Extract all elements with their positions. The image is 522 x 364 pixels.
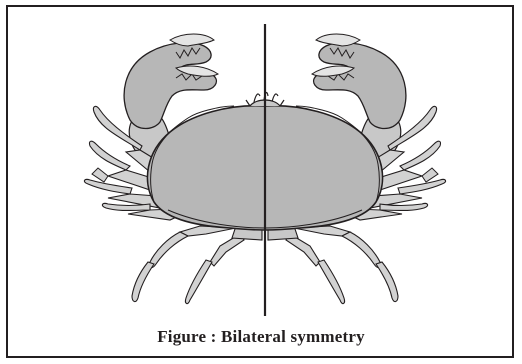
figure-caption: Figure : Bilateral symmetry xyxy=(0,327,522,347)
